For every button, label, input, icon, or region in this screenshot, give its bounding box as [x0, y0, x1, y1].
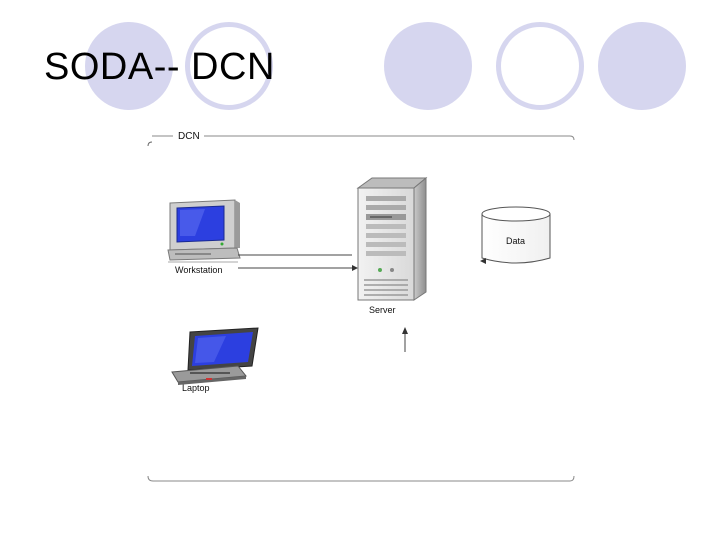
server-icon	[356, 176, 428, 301]
dcn-frame: DCN	[147, 131, 575, 482]
workstation-label: Workstation	[175, 265, 222, 275]
decor-circle-4	[496, 22, 584, 110]
laptop-label: Laptop	[182, 383, 210, 393]
database-icon	[480, 206, 551, 264]
arrow-up-icon	[402, 327, 408, 352]
decor-circle-2	[185, 22, 273, 110]
workstation-icon	[167, 199, 241, 263]
slide-title: SODA-- DCN	[44, 46, 275, 88]
server-label: Server	[369, 305, 396, 315]
data-label: Data	[506, 236, 525, 246]
frame-label: DCN	[178, 131, 200, 142]
decor-circle-5	[598, 22, 686, 110]
connector-workstation-server	[238, 254, 358, 271]
decor-circle-1	[85, 22, 173, 110]
decor-circle-3	[384, 22, 472, 110]
laptop-icon	[171, 327, 259, 385]
